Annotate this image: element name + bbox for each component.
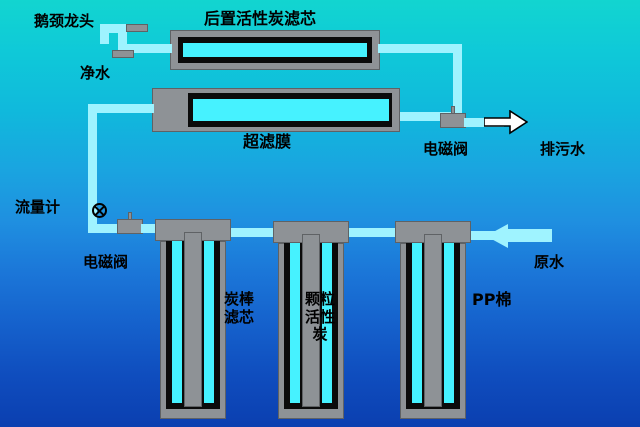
faucet-top-arm [100, 24, 127, 33]
gac-core-cyan-right [322, 243, 332, 403]
label-pure-water: 净水 [80, 64, 111, 82]
pipe-to-uf-right [400, 112, 458, 121]
label-post-carbon-filter: 后置活性炭滤芯 [204, 9, 317, 28]
carbon-rod-inner-post [184, 232, 202, 407]
label-raw-water: 原水 [534, 253, 565, 271]
label-drain-water: 排污水 [540, 140, 586, 158]
faucet-spout [100, 24, 109, 44]
pipe-postcarbon-down [453, 44, 462, 120]
pipe-stage3-to-stage2 [215, 228, 283, 237]
solenoid-valve-top [440, 106, 466, 130]
pipe-uf-left-down [88, 104, 97, 228]
pipe-faucet-to-postcarbon [118, 44, 172, 53]
drain-arrow-icon [484, 110, 528, 135]
label-solenoid-valve-bottom: 电磁阀 [83, 253, 129, 271]
gac-core-cyan-left [290, 243, 300, 403]
label-solenoid-valve-top: 电磁阀 [423, 140, 469, 158]
pipe-stage2-to-stage1 [340, 228, 402, 237]
pipe-raw-water-in [450, 231, 516, 240]
label-flow-meter: 流量计 [15, 198, 61, 216]
label-carbon-rod-filter: 炭棒 滤芯 [224, 290, 255, 326]
uf-membrane-core-cyan [193, 99, 389, 121]
label-gooseneck-faucet: 鹅颈龙头 [34, 12, 95, 30]
label-granular-activated-carbon: 颗粒 活性 炭 [305, 290, 336, 344]
pipe-uf-left [88, 104, 154, 113]
faucet-riser [118, 24, 127, 52]
carbon-rod-core-cyan-left [172, 241, 182, 403]
raw-water-arrow-icon [486, 224, 552, 248]
flow-meter-icon [92, 203, 107, 218]
carbon-rod-core-cyan-right [204, 241, 214, 403]
post-carbon-filter-core-cyan [183, 43, 367, 57]
label-pp-cotton: PP棉 [472, 290, 512, 309]
pipe-to-flowmeter [88, 224, 128, 233]
faucet-handle [126, 24, 148, 32]
pp-cotton-core-cyan-right [444, 243, 454, 403]
gac-inner-post [302, 234, 320, 407]
faucet-base [112, 50, 134, 58]
pp-cotton-inner-post [424, 234, 442, 407]
pp-cotton-core-cyan-left [412, 243, 422, 403]
label-uf-membrane: 超滤膜 [243, 132, 292, 151]
solenoid-valve-bottom [117, 212, 143, 236]
pipe-postcarbon-right [378, 44, 462, 53]
